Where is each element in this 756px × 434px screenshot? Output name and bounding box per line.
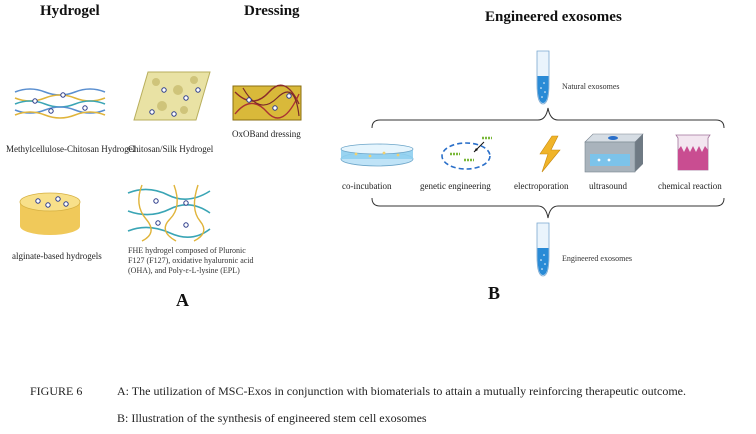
natural-exosomes-tube-icon <box>536 50 550 105</box>
bottom-brace <box>371 197 725 219</box>
caption-line-a: A: The utilization of MSC-Exos in conjun… <box>117 384 686 399</box>
hydrogel-header: Hydrogel <box>40 3 100 19</box>
engineered-exosomes-tube-icon <box>536 222 550 277</box>
genetic-engineering-label: genetic engineering <box>420 181 491 191</box>
panel-label-b: B <box>488 283 501 303</box>
alginate-label: alginate-based hydrogels <box>12 251 102 261</box>
lightning-icon <box>539 135 561 173</box>
methylcellulose-chitosan-label: Methylcellulose-Chitosan Hydrogel <box>6 144 136 154</box>
ultrasound-device-icon <box>584 133 644 173</box>
dressing-header: Dressing <box>244 3 300 19</box>
caption-a-prefix: A: <box>117 384 129 398</box>
figure-number: FIGURE 6 <box>30 384 83 398</box>
co-incubation-label: co-incubation <box>342 181 392 191</box>
caption-b-prefix: B: <box>117 411 129 425</box>
oxoband-dressing-illustration <box>232 84 302 121</box>
petri-dish-icon <box>340 143 414 167</box>
caption-b-text: Illustration of the synthesis of enginee… <box>131 411 427 425</box>
beaker-icon <box>675 134 711 171</box>
top-brace <box>371 107 725 129</box>
ultrasound-label: ultrasound <box>589 181 627 191</box>
caption-line-b: B: Illustration of the synthesis of engi… <box>117 411 427 426</box>
panel-label-a: A <box>176 290 189 310</box>
chitosan-silk-illustration <box>133 71 211 121</box>
chitosan-silk-label: Chitosan/Silk Hydrogel <box>128 144 214 154</box>
engineered-exosomes-label: Engineered exosomes <box>562 254 632 263</box>
engineered-exosomes-header: Engineered exosomes <box>485 9 622 25</box>
electroporation-label: electroporation <box>514 181 569 191</box>
methylcellulose-chitosan-illustration <box>14 88 106 119</box>
natural-exosomes-label: Natural exosomes <box>562 82 620 91</box>
caption-a-text: The utilization of MSC-Exos in conjuncti… <box>131 384 686 398</box>
genetic-engineering-icon <box>441 136 492 170</box>
fhe-label: FHE hydrogel composed of Pluronic F127 (… <box>128 246 254 275</box>
oxoband-label: OxOBand dressing <box>232 129 301 139</box>
chemical-reaction-label: chemical reaction <box>658 181 722 191</box>
fhe-hydrogel-illustration <box>127 184 211 242</box>
alginate-hydrogel-illustration <box>19 192 81 235</box>
